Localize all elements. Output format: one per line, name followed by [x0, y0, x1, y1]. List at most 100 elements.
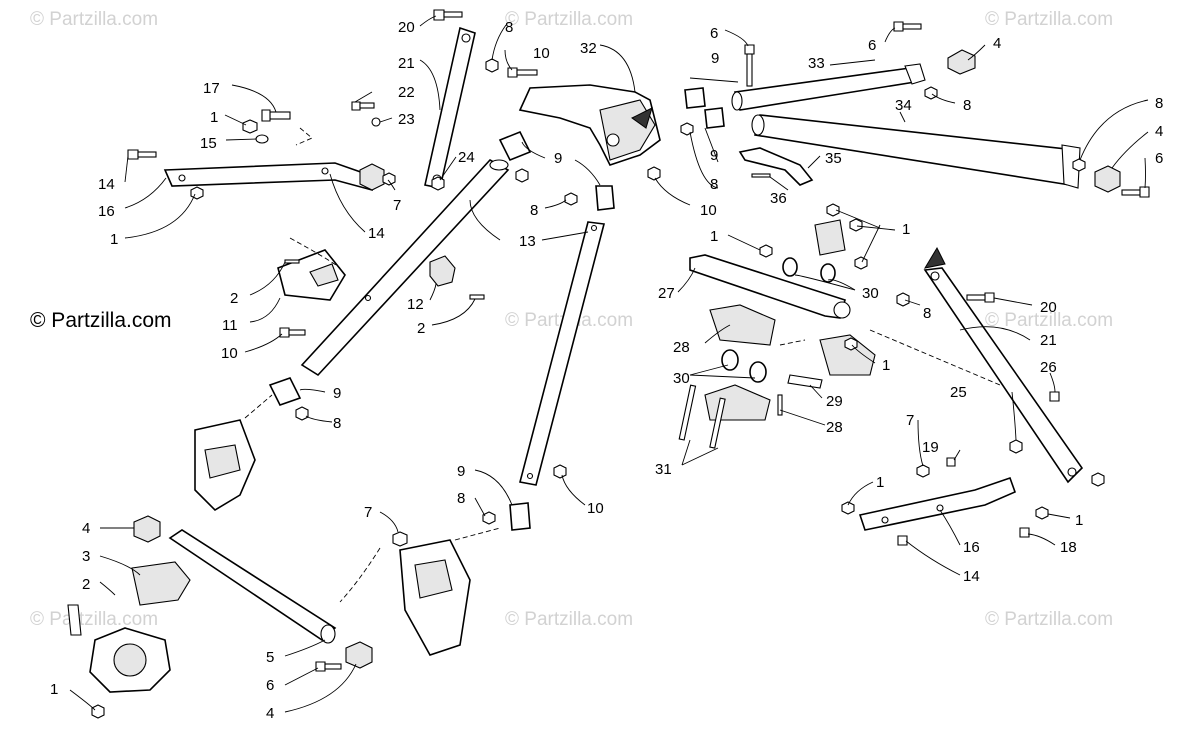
cross-member-27 [689, 254, 851, 319]
callout-9: 9 [333, 385, 341, 402]
intermediate-shaft-13 [300, 158, 510, 377]
mount-block-30-upper [814, 219, 846, 256]
bracket-35 [738, 147, 814, 186]
callout-1: 1 [1075, 512, 1083, 529]
callout-4: 4 [1155, 123, 1163, 140]
callout-2: 2 [230, 290, 238, 307]
callout-20: 20 [398, 19, 415, 36]
callout-8: 8 [1155, 95, 1163, 112]
callout-1: 1 [876, 474, 884, 491]
nut-8-upper-right [924, 86, 938, 100]
callout-16: 16 [963, 539, 980, 556]
watermark: © Partzilla.com [985, 609, 1113, 630]
nut-9-housing [515, 168, 529, 183]
callout-12: 12 [407, 296, 424, 313]
bolt-28-small [777, 394, 783, 416]
callout-22: 22 [398, 84, 415, 101]
callout-16: 16 [98, 203, 115, 220]
callout-1: 1 [710, 228, 718, 245]
coupler-9-lower [509, 502, 531, 531]
callout-14: 14 [368, 225, 385, 242]
nut-8-right [1072, 158, 1086, 172]
callout-14: 14 [963, 568, 980, 585]
callout-8: 8 [457, 490, 465, 507]
watermark: © Partzilla.com [985, 9, 1113, 30]
left-upper-brace [163, 162, 373, 192]
bushing-30-b [820, 263, 836, 283]
nut-1-strut-end [1091, 472, 1105, 487]
mount-bracket-lower-left [194, 419, 256, 512]
nut-25 [1009, 439, 1023, 454]
callout-30: 30 [673, 370, 690, 387]
bolt-31-a [678, 384, 697, 441]
callout-1: 1 [50, 681, 58, 698]
callout-9: 9 [711, 50, 719, 67]
nut-10-housing [647, 166, 661, 181]
callout-5: 5 [266, 649, 274, 666]
callout-17: 17 [203, 80, 220, 97]
tube-34 [751, 114, 1081, 189]
bolt-18 [1019, 527, 1030, 538]
callout-10: 10 [533, 45, 550, 62]
callout-1: 1 [882, 357, 890, 374]
watermark: © Partzilla.com [505, 9, 633, 30]
callout-31: 31 [655, 461, 672, 478]
nut-7-brace [916, 464, 930, 478]
rivet-2-left [284, 259, 300, 264]
callout-25: 25 [950, 384, 967, 401]
callout-8: 8 [923, 305, 931, 322]
nut-1-brace-right [1035, 506, 1049, 520]
callout-34: 34 [895, 97, 912, 114]
nut-7-center [392, 531, 408, 547]
callout-8: 8 [530, 202, 538, 219]
callout-26: 26 [1040, 359, 1057, 376]
bolt-6-right [1121, 186, 1150, 198]
callout-6: 6 [868, 37, 876, 54]
bolt-31-b [709, 397, 726, 449]
callout-29: 29 [826, 393, 843, 410]
bolt-10-left [279, 327, 306, 338]
bolt-14-left [127, 149, 157, 160]
bushing-30-d [749, 361, 767, 383]
bolt-22 [351, 101, 375, 111]
bolt-20-right [966, 292, 995, 303]
nut-8-strut [896, 292, 910, 307]
bolt-14-lower [897, 535, 908, 546]
callout-20: 20 [1040, 299, 1057, 316]
callout-23: 23 [398, 111, 415, 128]
tube-33 [731, 63, 926, 111]
spring-29 [787, 374, 823, 389]
clip-12 [429, 255, 485, 300]
bolt-17 [261, 109, 291, 122]
callout-33: 33 [808, 55, 825, 72]
callout-8: 8 [963, 97, 971, 114]
callout-19: 19 [922, 439, 939, 456]
bolt-26 [1049, 391, 1060, 402]
watermark: © Partzilla.com [30, 9, 158, 30]
strut-21-right [923, 246, 1084, 484]
nut-1-cross-c [849, 218, 863, 232]
callout-13: 13 [519, 233, 536, 250]
bolt-6-right-upper [893, 21, 922, 32]
callout-8: 8 [505, 19, 513, 36]
watermark-main: © Partzilla.com [30, 309, 172, 332]
nut-1-cross-b [826, 203, 840, 217]
callout-4: 4 [993, 35, 1001, 52]
callout-9: 9 [554, 150, 562, 167]
callout-4: 4 [266, 705, 274, 722]
nut-8-lower [482, 511, 496, 525]
callout-7: 7 [906, 412, 914, 429]
nut-8-upper [485, 58, 499, 73]
end-cap-4-upper [947, 49, 976, 75]
callout-6: 6 [710, 25, 718, 42]
callout-10: 10 [700, 202, 717, 219]
callout-7: 7 [393, 197, 401, 214]
bolt-10-top [507, 67, 538, 78]
callout-27: 27 [658, 285, 675, 302]
nut-8-lower-left [295, 406, 309, 421]
callout-14: 14 [98, 176, 115, 193]
bolt-6-lower [315, 661, 342, 672]
callout-7: 7 [364, 504, 372, 521]
callout-4: 4 [82, 520, 90, 537]
